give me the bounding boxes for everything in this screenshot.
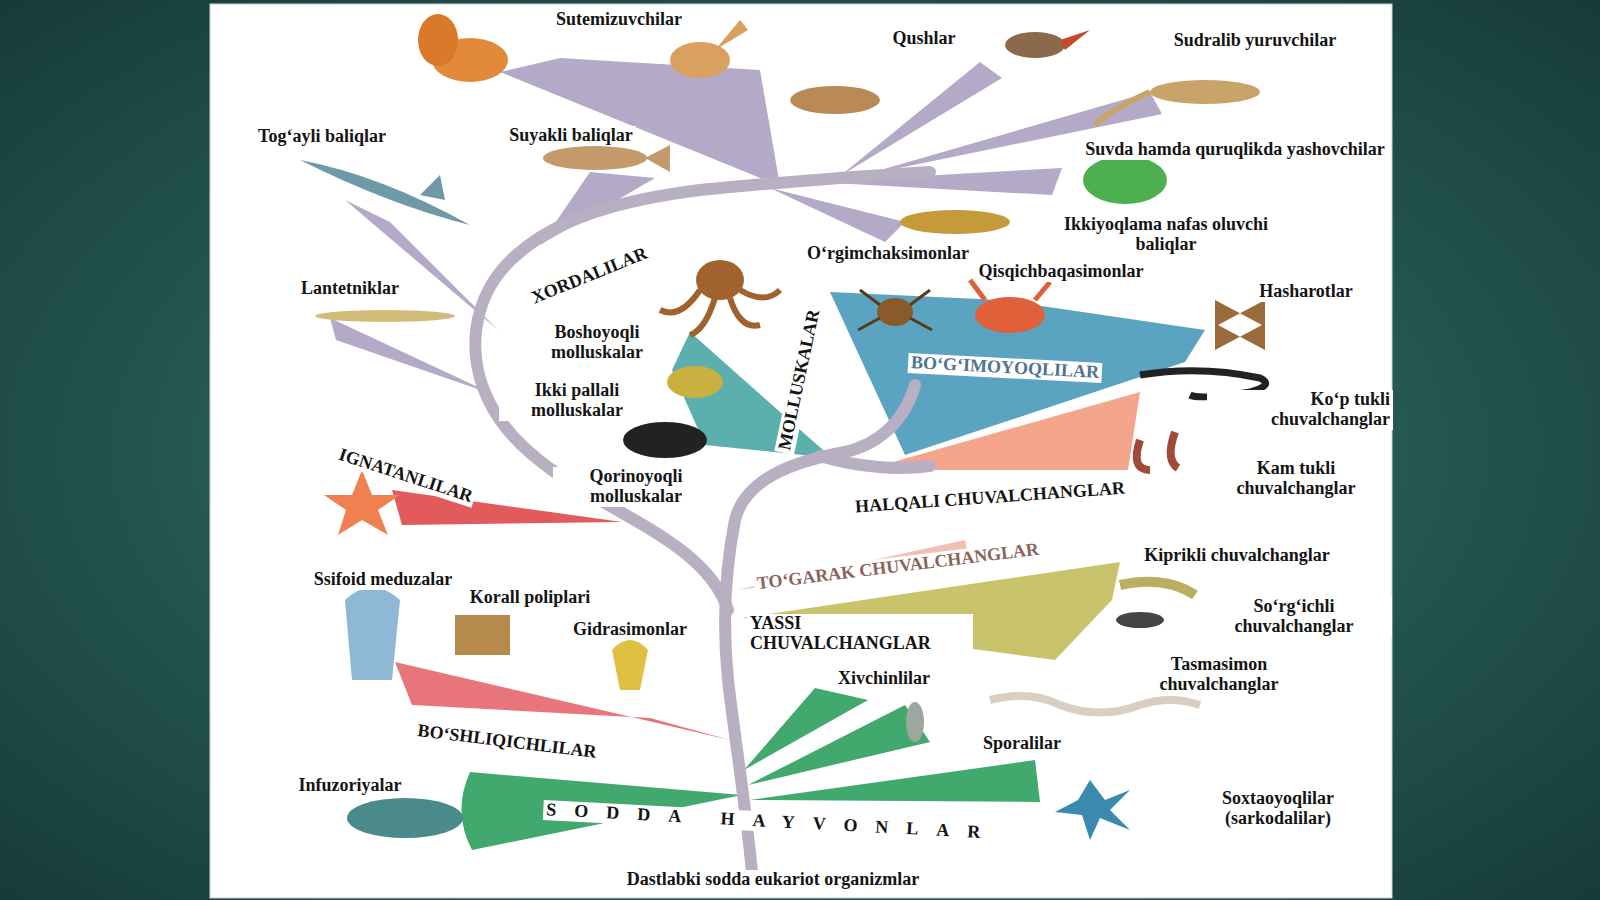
animal-figures-part [900, 210, 1010, 234]
fan-protozoa-part [750, 760, 1040, 802]
taxon-label: Kam tukli chuvalchanglar [1203, 459, 1389, 499]
taxon-label: Kiprikli chuvalchanglar [1139, 546, 1335, 566]
taxon-label: Ikki pallali molluskalar [499, 381, 655, 421]
panel [210, 4, 1392, 898]
tree-trunk-part [820, 456, 930, 468]
animal-figures-part [970, 280, 1050, 300]
taxon-label: Sutemizuvchilar [553, 10, 685, 30]
tree-trunk [475, 172, 930, 872]
taxon-label: XORDALILAR [526, 243, 653, 310]
animal-figures-part [543, 146, 647, 170]
animal-figures-part [347, 798, 463, 838]
taxon-label: Infuzoriyalar [296, 776, 405, 796]
animal-figures-part [1060, 30, 1090, 50]
animal-figures-part [345, 588, 400, 681]
taxon-label: O‘rgimchaksimonlar [804, 244, 972, 264]
taxon-label: IGNATANLILAR [334, 444, 478, 508]
animal-figures-part [975, 297, 1045, 333]
animal-figures-part [1215, 300, 1265, 350]
taxon-label: SODDA HAYVONLAR [543, 800, 1002, 844]
tree-trunk-part [475, 172, 930, 610]
taxon-label: Ssifoid meduzalar [311, 570, 456, 590]
animal-figures-part [420, 175, 445, 200]
animal-figures-part [660, 290, 780, 335]
fan-protozoa-part [748, 705, 930, 785]
taxon-label: YASSI CHUVALCHANGLAR [747, 614, 973, 654]
taxon-label: So‘rg‘ichli chuvalchanglar [1196, 597, 1392, 637]
taxon-label: Xivchinlilar [835, 669, 933, 689]
taxon-label: Sudralib yuruvchilar [1171, 31, 1340, 51]
animal-figures-part [790, 86, 880, 114]
taxon-label: Ko‘p tukli chuvalchanglar [1207, 390, 1393, 430]
animal-figures-part [315, 310, 455, 322]
fan-chordates-part [500, 58, 780, 186]
taxon-label: TO‘GARAK CHUVALCHANGLAR [753, 540, 1043, 595]
animal-figures-part [696, 260, 744, 300]
taxon-label: BO‘G‘IMOYOQLILAR [908, 353, 1103, 383]
taxon-label: Dastlabki sodda eukariot organizmlar [624, 870, 923, 890]
taxon-label: BO‘SHLIQICHLILAR [413, 721, 600, 763]
animal-figures-part [1116, 612, 1164, 628]
taxon-label: Qorinoyoqli molluskalar [553, 467, 719, 507]
animal-figures-part [1150, 80, 1260, 104]
animal-figures-part [667, 366, 723, 398]
taxon-label: Gidrasimonlar [570, 620, 690, 640]
taxon-label: Tasmasimon chuvalchanglar [1121, 655, 1317, 695]
animal-figures-part [1055, 780, 1130, 840]
animal-figures-part [715, 20, 748, 50]
animal-figures-part [906, 702, 924, 742]
animal-figures-part [1005, 32, 1065, 58]
taxon-label: Ikkiyoqlama nafas oluvchi baliqlar [1048, 215, 1284, 255]
animal-figures-part [418, 14, 458, 66]
animal-figures-part [1137, 432, 1178, 470]
taxon-label: Suyakli baliqlar [506, 126, 636, 146]
taxon-label: Boshoyoqli molluskalar [519, 323, 675, 363]
taxon-label: Korall poliplari [467, 588, 594, 608]
animal-figures-part [1120, 582, 1195, 595]
animal-figures [300, 14, 1266, 840]
taxon-label: MOLLUSKALAR [775, 305, 825, 455]
taxon-label: Qisqichbaqasimonlar [975, 262, 1146, 282]
animal-figures-part [670, 42, 730, 78]
tree-trunk-part [845, 385, 915, 452]
panel-part [210, 4, 1392, 898]
taxon-label: Hasharotlar [1256, 282, 1356, 302]
taxon-label: Sporalilar [980, 734, 1064, 754]
fan-chordates [330, 58, 1162, 395]
animal-figures-part [858, 290, 932, 330]
animal-figures-part [1083, 156, 1167, 204]
animal-figures-part [1095, 92, 1150, 125]
animal-figures-part [623, 422, 707, 458]
taxon-label: HALQALI CHUVALCHANGLAR [827, 477, 1154, 519]
animal-figures-part [612, 640, 648, 690]
fan-chordates-part [770, 188, 905, 242]
taxon-label: Lantetniklar [298, 279, 402, 299]
taxon-label: Qushlar [889, 29, 958, 49]
animal-figures-part [877, 298, 913, 326]
animal-figures-part [645, 145, 670, 172]
taxon-label: Suvda hamda quruqlikda yashovchilar [1082, 140, 1388, 160]
taxon-label: Soxtaoyoqlilar (sarkodalilar) [1180, 789, 1376, 829]
animal-figures-part [300, 160, 470, 225]
animal-figures-part [990, 696, 1200, 713]
animal-figures-part [455, 615, 510, 655]
taxon-label: Tog‘ayli baliqlar [255, 127, 389, 147]
fan-chordates-part [840, 62, 1002, 176]
